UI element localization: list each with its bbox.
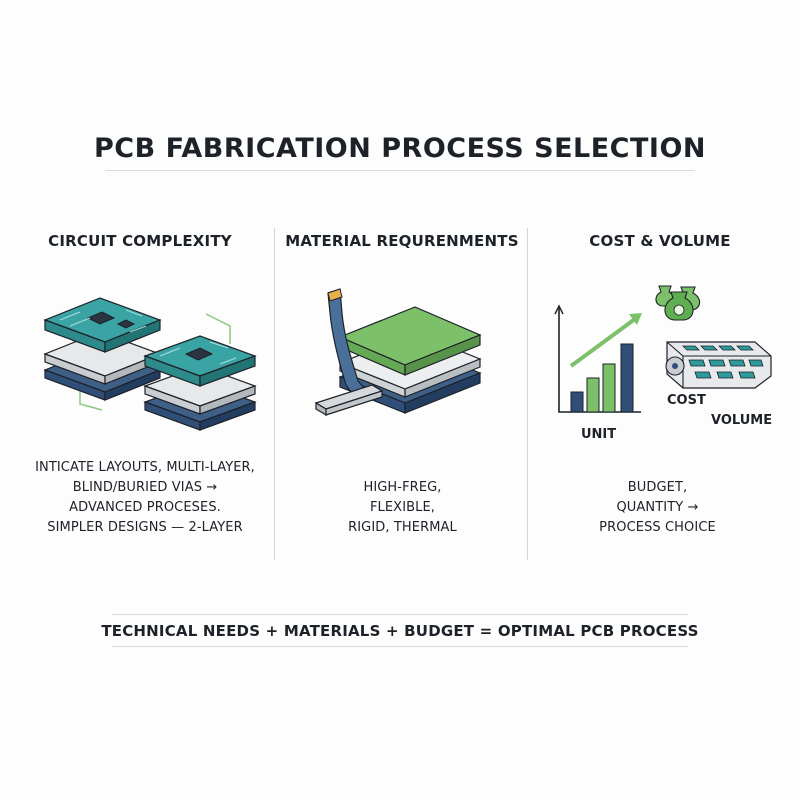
trend-arrow xyxy=(569,314,641,368)
page-title: PCB FABRICATION PROCESS SELECTION xyxy=(93,133,706,164)
pcb-stack-back xyxy=(43,297,162,401)
conveyor-icon xyxy=(665,341,772,389)
connector-arrow xyxy=(205,313,231,344)
desc-line: FLEXIBLE, xyxy=(369,500,436,515)
unit-label: UNIT xyxy=(581,427,616,442)
desc-circuit-complexity: INTICATE LAYOUTS, MULTI-LAYER, BLIND/BUR… xyxy=(20,458,270,538)
desc-line: PROCESS CHOICE xyxy=(599,520,716,535)
desc-line: BLIND/BURIED VIAS → xyxy=(72,480,218,495)
desc-line: ADVANCED PROCESES. xyxy=(69,500,221,515)
column-divider-2 xyxy=(527,228,528,560)
money-bags-icon xyxy=(655,285,701,321)
title-divider xyxy=(105,170,695,171)
footer-rule-bottom xyxy=(112,646,688,647)
bar-chart-icon xyxy=(554,304,642,413)
desc-line: QUANTITY → xyxy=(616,500,699,515)
heading-material-requirements: MATERIAL REQURENMENTS xyxy=(285,232,519,250)
desc-line: HIGH-FREG, xyxy=(363,480,442,495)
desc-line: RIGID, THERMAL xyxy=(348,520,457,535)
chart-bar xyxy=(602,363,616,413)
volume-label: VOLUME xyxy=(711,413,772,428)
desc-line: BUDGET, xyxy=(627,480,688,495)
summary-equation: TECHNICAL NEEDS + MATERIALS + BUDGET = O… xyxy=(101,622,699,640)
desc-line: INTICATE LAYOUTS, MULTI-LAYER, xyxy=(35,460,255,475)
pcb-stack-front xyxy=(143,335,257,431)
desc-line: SIMPLER DESIGNS — 2-LAYER xyxy=(47,520,243,535)
heading-circuit-complexity: CIRCUIT COMPLEXITY xyxy=(48,232,232,250)
cost-volume-illustration: COST VOLUME UNIT xyxy=(554,285,772,442)
flex-pcb-icon xyxy=(314,288,482,417)
desc-cost-volume: BUDGET, QUANTITY → PROCESS CHOICE xyxy=(545,478,770,538)
desc-material-requirements: HIGH-FREG, FLEXIBLE, RIGID, THERMAL xyxy=(290,478,515,538)
chart-bar xyxy=(620,343,634,413)
heading-cost-volume: COST & VOLUME xyxy=(589,232,731,250)
chart-bar xyxy=(586,377,600,413)
pcb-stack-icon xyxy=(43,297,257,431)
cost-label: COST xyxy=(667,393,706,408)
chart-bar xyxy=(570,391,584,413)
column-divider-1 xyxy=(274,228,275,560)
footer-rule-top xyxy=(112,614,688,615)
